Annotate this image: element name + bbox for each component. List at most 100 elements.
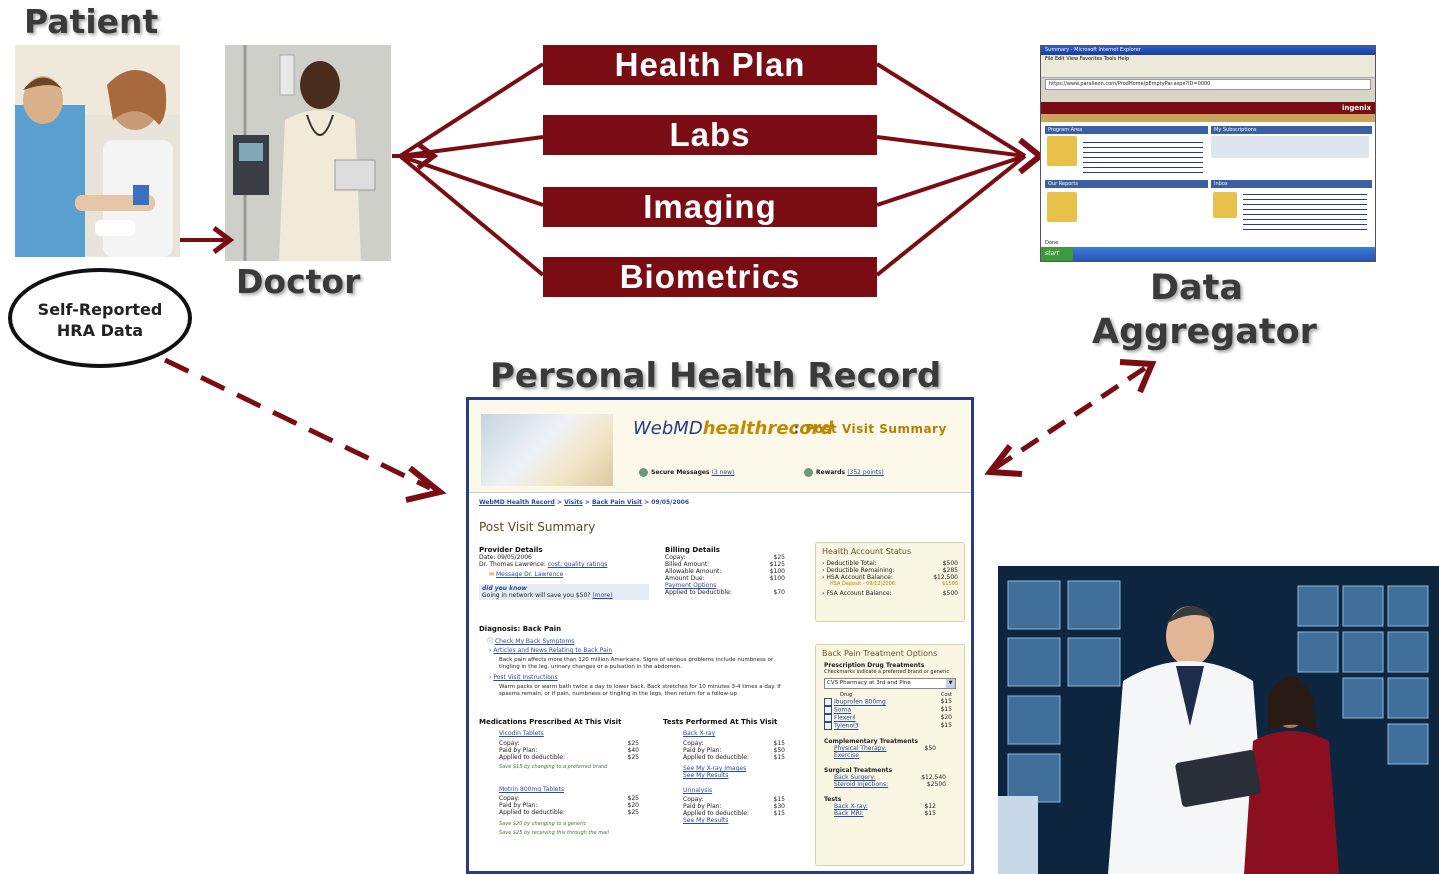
browser-title: Summary - Microsoft Internet Explorer	[1041, 46, 1375, 55]
bullet-icon: ›	[489, 674, 492, 681]
medication-link[interactable]: Vicodin Tablets	[499, 730, 544, 737]
more-link[interactable]: (more)	[592, 592, 613, 599]
rx-note: Checkmarks indicate a preferred brand or…	[824, 669, 950, 675]
pharmacy-value: CVS Pharmacy at 3rd and Pine	[827, 680, 911, 686]
source-labs: Labs	[543, 115, 877, 155]
checkbox-icon[interactable]	[824, 698, 832, 706]
network-tip: Going in network will save you $50?	[482, 592, 591, 599]
treatment-link[interactable]: Back Surgery:	[834, 774, 876, 781]
symptoms-link[interactable]: Check My Back Symptoms	[494, 638, 575, 645]
rewards-label: Rewards	[816, 469, 846, 476]
logo-sub: healthrecord	[702, 418, 834, 439]
results-link[interactable]: See My Results	[683, 772, 729, 779]
instructions-link[interactable]: Post Visit Instructions	[493, 674, 558, 681]
medications-heading: Medications Prescribed At This Visit	[479, 718, 622, 726]
billing-row: Copay:$25	[665, 554, 785, 561]
tests-options-heading: Tests	[824, 796, 842, 803]
drug-link[interactable]: Flexeril	[834, 714, 856, 722]
inbox-header: Inbox	[1211, 180, 1372, 188]
aggregator-label-line1: Data	[1150, 268, 1244, 308]
treatment-link[interactable]: Back MRI:	[834, 810, 864, 817]
subscriptions-header: My Subscriptions	[1211, 126, 1372, 134]
taskbar: start	[1041, 247, 1375, 261]
secure-messages[interactable]: Secure Messages (3 new)	[639, 468, 734, 477]
secure-messages-label: Secure Messages	[651, 469, 710, 476]
phr-header-title: :Post Visit Summary	[794, 422, 947, 436]
treatment-link[interactable]: Back X-ray:	[834, 803, 868, 810]
billing-row: Allowable Amount:$100	[665, 568, 785, 575]
hra-line2: HRA Data	[56, 321, 144, 340]
secure-messages-count[interactable]: (3 new)	[711, 469, 735, 476]
provider-details: Provider Details Date: 09/05/2006 Dr. Th…	[479, 546, 649, 600]
logo-main: WebMD	[633, 418, 703, 439]
treatment-heading: Back Pain Treatment Options	[822, 649, 938, 658]
xray-images-link[interactable]: See My X-ray Images	[683, 765, 747, 772]
breadcrumb-home[interactable]: WebMD Health Record	[479, 499, 555, 506]
browser-page: ingenix Program Area My Subscriptions Ou…	[1041, 102, 1375, 247]
rewards[interactable]: Rewards (352 points)	[804, 468, 884, 477]
aggregator-label-line2: Aggregator	[1092, 312, 1317, 352]
medication-link[interactable]: Motrin 800mg Tablets	[499, 786, 565, 793]
ratings-link[interactable]: cost, quality ratings	[547, 561, 608, 568]
provider-date: Date: 09/05/2006	[479, 554, 532, 561]
treatment-link[interactable]: Steroid Injections:	[834, 781, 889, 788]
test-link[interactable]: Urinalysis	[683, 787, 713, 794]
instructions-text: Warm packs or warm bath twice a day to l…	[499, 684, 781, 697]
articles-link[interactable]: Articles and News Relating to Back Pain	[493, 647, 613, 654]
checkbox-icon[interactable]	[824, 706, 832, 714]
browser-address: https://www.paralleon.com/ProdHome/pEmpt…	[1045, 79, 1371, 90]
breadcrumb-date: 09/05/2006	[651, 499, 690, 506]
rewards-points[interactable]: (352 points)	[847, 469, 884, 476]
browser-toolbar	[1041, 63, 1375, 78]
diagnosis-section: Diagnosis: Back Pain ⓘ Check My Back Sym…	[479, 625, 789, 698]
health-account-panel: Health Account Status › Deductible Total…	[815, 542, 965, 622]
doctor-label: Doctor	[236, 262, 361, 301]
message-doctor-row[interactable]: ✉ Message Dr. Lawrence	[489, 571, 649, 578]
phr-screenshot: WebMDhealthrecord :Post Visit Summary Se…	[466, 397, 974, 874]
checkbox-icon[interactable]	[824, 722, 832, 730]
breadcrumb-visits[interactable]: Visits	[564, 499, 583, 506]
treatment-link[interactable]: Exercise	[834, 752, 859, 759]
folder-icon	[1047, 136, 1077, 166]
doctor-name: Dr. Thomas Lawrence:	[479, 561, 546, 568]
breadcrumb-back-pain[interactable]: Back Pain Visit	[591, 499, 643, 506]
info-icon: ⓘ	[487, 638, 494, 645]
program-list	[1083, 138, 1203, 174]
phr-header-photo	[481, 414, 613, 486]
drug-link[interactable]: Ibuprofen 800mg	[834, 698, 886, 706]
aggregator-browser-window: Summary - Microsoft Internet Explorer Fi…	[1040, 45, 1376, 262]
bullet-icon: ›	[489, 647, 492, 654]
payment-options-link[interactable]: Payment Options	[665, 582, 717, 589]
patient-label: Patient	[24, 2, 159, 41]
rewards-icon	[804, 468, 813, 477]
source-health-plan: Health Plan	[543, 45, 877, 85]
drug-link[interactable]: Soma	[834, 706, 852, 714]
webmd-logo: WebMDhealthrecord	[633, 418, 833, 439]
billing-row: Amount Due:$100	[665, 575, 785, 582]
diagnosis-text: Back pain affects more than 120 million …	[499, 657, 774, 670]
message-icon	[639, 468, 648, 477]
hra-data-oval: Self-Reported HRA Data	[8, 268, 192, 368]
browser-menu: File Edit View Favorites Tools Help	[1041, 55, 1375, 63]
savings-tip: Save $25 by receiving this through the m…	[499, 830, 609, 836]
start-button[interactable]: start	[1041, 247, 1073, 261]
provider-heading: Provider Details	[479, 546, 543, 554]
rx-heading: Prescription Drug Treatments	[824, 662, 925, 669]
pharmacy-select[interactable]: CVS Pharmacy at 3rd and Pine ▼	[824, 678, 956, 689]
test-link[interactable]: Back X-ray	[683, 730, 716, 737]
hra-line1: Self-Reported	[37, 300, 163, 319]
complementary-heading: Complementary Treatments	[824, 738, 919, 745]
treatment-link[interactable]: Physical Therapy:	[834, 745, 887, 752]
phr-header: WebMDhealthrecord :Post Visit Summary Se…	[469, 400, 971, 493]
billing-details: Billing Details Copay:$25 Billed Amount:…	[665, 546, 785, 596]
drug-link[interactable]: Tylenol3	[834, 722, 859, 730]
browser-brand: ingenix	[1341, 104, 1371, 112]
checkbox-icon[interactable]	[824, 714, 832, 722]
did-you-know: did you know	[482, 585, 528, 592]
browser-nav	[1041, 114, 1375, 122]
phr-label: Personal Health Record	[490, 356, 942, 396]
results-link[interactable]: See My Results	[683, 817, 729, 824]
diagnosis-heading: Diagnosis: Back Pain	[479, 625, 562, 633]
header-separator: :	[794, 422, 800, 436]
message-doctor-link[interactable]: Message Dr. Lawrence	[495, 571, 564, 578]
